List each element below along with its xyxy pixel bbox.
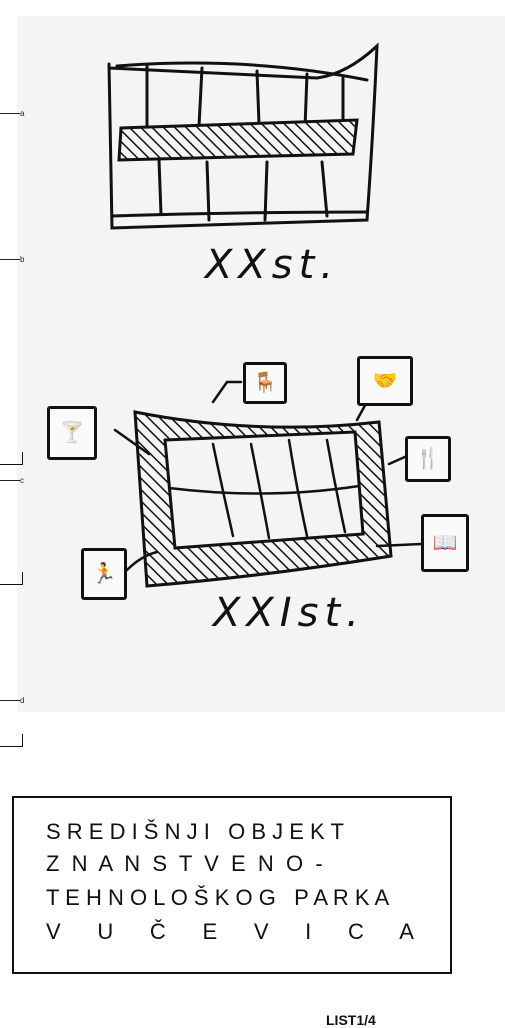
title-block: S R E D I Š N J I O B J E K T Z N A N S …	[12, 796, 452, 974]
hatched-band-top	[119, 120, 357, 160]
handshake-icon: 🤝	[357, 356, 413, 406]
runner-icon: 🏃	[81, 548, 127, 600]
title-line-1: S R E D I Š N J I O B J E K T	[46, 820, 344, 844]
book-icon: 📖	[421, 514, 469, 572]
title-line-4: V U Č E V I C A	[46, 920, 414, 944]
sketch-panel: XXst. XXIst. 🍸 🪑 🤝 🍴 📖 🏃	[17, 16, 505, 712]
cocktail-glass-icon: 🍸	[47, 406, 97, 460]
marker-a: a	[0, 110, 24, 118]
caption-xx-century: XXst.	[205, 242, 339, 288]
title-line-3: T E H N O L O Š K O G P A R K A	[46, 886, 389, 910]
marker-d: d	[0, 697, 24, 705]
crop-corner-mark	[0, 734, 23, 747]
dining-icon: 🍴	[405, 436, 451, 482]
crop-corner-mark	[0, 452, 23, 465]
meeting-table-icon: 🪑	[243, 362, 287, 404]
sheet-number-label: LIST1/4	[326, 1012, 376, 1028]
crop-corner-mark	[0, 572, 23, 585]
marker-c: c	[0, 477, 24, 485]
marker-b: b	[0, 256, 24, 264]
xxi-century-building-sketch	[115, 382, 421, 586]
caption-xxi-century: XXIst.	[213, 590, 365, 636]
title-line-2: Z N A N S T V E N O -	[46, 852, 323, 876]
